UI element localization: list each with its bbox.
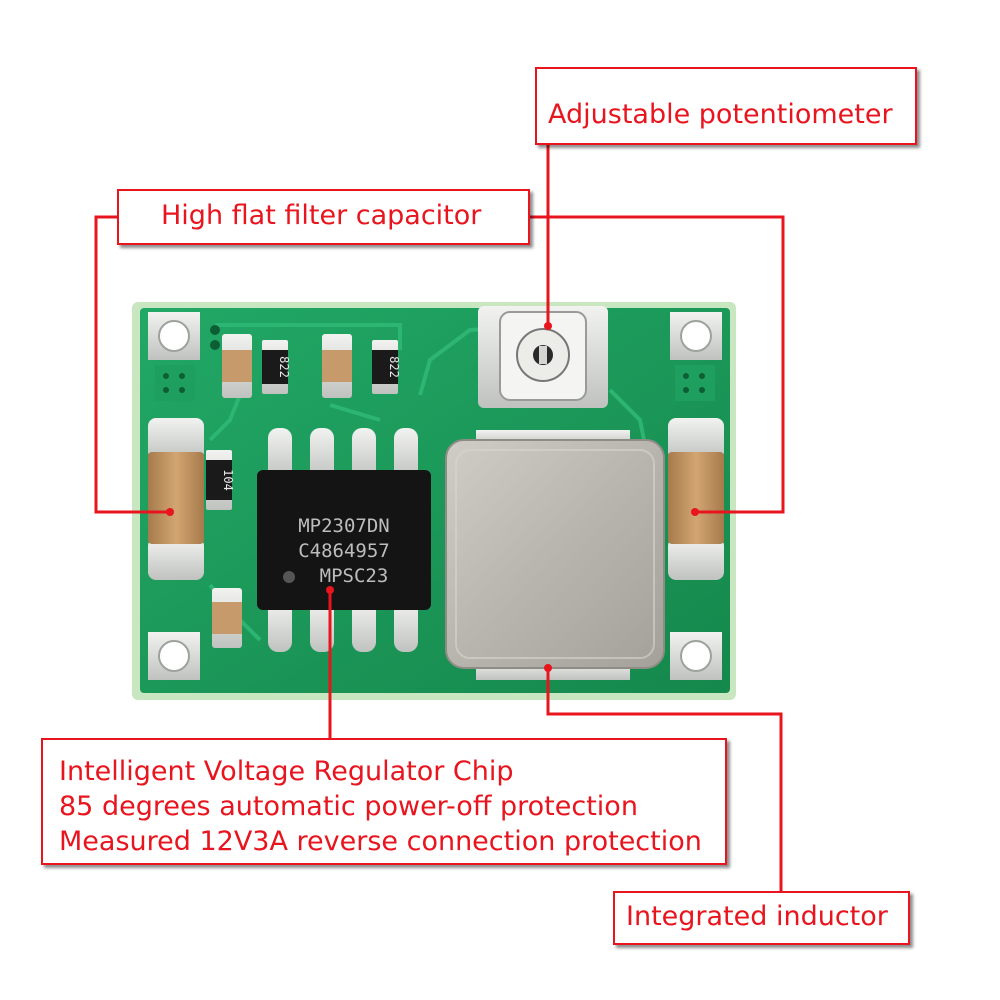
callout-chip-line3: Measured 12V3A reverse connection protec…	[59, 826, 702, 857]
resistor-marking-top-left: 822	[277, 356, 291, 378]
regulator-chip	[257, 470, 431, 610]
callout-anchor-dots	[166, 322, 699, 672]
callout-chip-line2: 85 degrees automatic power-off protectio…	[59, 791, 638, 822]
callout-capacitor: High flat filter capacitor	[117, 189, 530, 245]
inductor	[445, 430, 665, 680]
resistor-marking-left: 104	[221, 469, 235, 491]
callout-potentiometer-text: Adjustable potentiometer	[548, 99, 893, 130]
callout-chip-line1: Intelligent Voltage Regulator Chip	[59, 756, 514, 787]
chip-marking-line2: C4864957	[298, 540, 390, 562]
corner-pads	[148, 312, 722, 680]
regulator-chip-pins	[268, 428, 418, 652]
callout-chip: Intelligent Voltage Regulator Chip 85 de…	[41, 738, 727, 865]
callout-inductor: Integrated inductor	[613, 891, 910, 945]
chip-pin1-dot	[283, 571, 295, 583]
filter-capacitor-left	[148, 418, 204, 580]
resistor-marking-top-right: 822	[387, 356, 401, 378]
callout-potentiometer: Adjustable potentiometer	[535, 67, 917, 145]
chip-marking-line3: MPSC23	[320, 565, 389, 587]
callout-inductor-text: Integrated inductor	[626, 901, 888, 932]
smd-components	[206, 334, 398, 648]
potentiometer	[478, 306, 608, 408]
callout-leaders	[94, 145, 785, 891]
filter-capacitor-right	[668, 418, 724, 580]
callout-capacitor-text: High flat filter capacitor	[161, 200, 482, 231]
chip-marking-line1: MP2307DN	[298, 515, 390, 537]
